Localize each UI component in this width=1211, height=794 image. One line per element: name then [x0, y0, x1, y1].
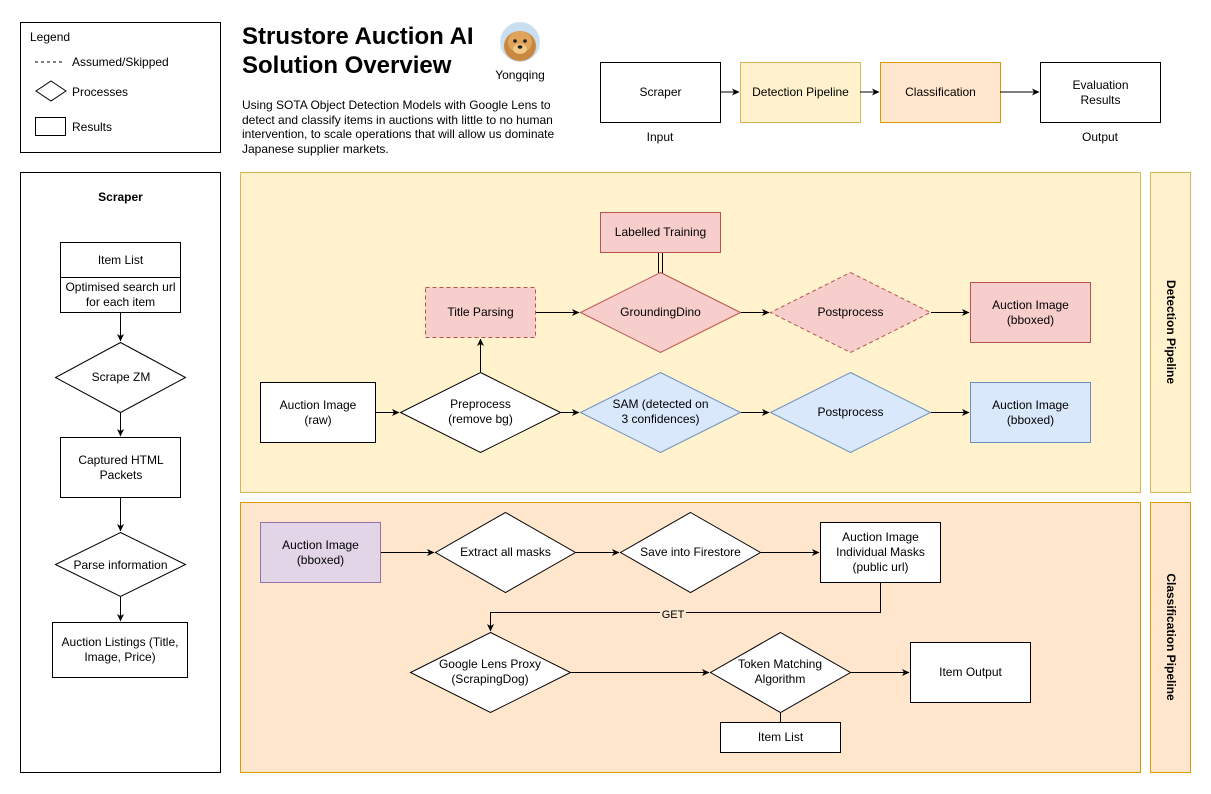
postprocess-top-label: Postprocess [817, 304, 884, 319]
auction-raw-box [260, 382, 376, 443]
classification-lane-label: Classification Pipeline [1164, 573, 1178, 701]
preprocess-label: Preprocess (remove bg) [448, 397, 513, 426]
legend-item-processes: Processes [72, 84, 129, 99]
save-firestore-diamond [619, 511, 762, 594]
extract-masks-label: Extract all masks [460, 544, 551, 559]
class-item-list-box [720, 722, 841, 753]
detection-lane-label: Detection Pipeline [1164, 279, 1178, 385]
grounding-dino-label: GroundingDino [620, 304, 701, 319]
token-matching-diamond [709, 631, 852, 714]
auction-raw-label: Auction Image (raw) [279, 397, 357, 427]
title-parsing-box [425, 287, 536, 338]
overview-detection-label: Detection Pipeline [752, 85, 849, 99]
class-item-list-label: Item List [757, 730, 804, 744]
individual-masks-label: Auction Image Individual Masks (public u… [836, 530, 925, 574]
auction-bboxed-bottom-label: Auction Image (bboxed) [992, 397, 1069, 427]
overview-classification-label: Classification [905, 85, 976, 99]
scraper-scrape-diamond [54, 341, 187, 414]
auction-bboxed-bottom-box [970, 382, 1091, 443]
labelled-training-box [600, 212, 721, 253]
get-label-text: GET [659, 609, 687, 623]
scraper-scrape-label: Scrape ZM [91, 369, 151, 384]
labelled-training-label: Labelled Training [614, 225, 707, 239]
save-firestore-label: Save into Firestore [640, 544, 741, 559]
title-parsing-label: Title Parsing [447, 305, 514, 319]
legend-item-results: Results [72, 119, 113, 134]
overview-evaluation-box [1040, 62, 1161, 123]
token-matching-label: Token Matching Algorithm [737, 657, 823, 686]
legend-diamond [35, 80, 67, 102]
postprocess-bottom-label: Postprocess [817, 404, 884, 419]
overview-output-label: Output [1081, 129, 1119, 144]
get-label: GET [655, 608, 691, 624]
scraper-parse-diamond [54, 531, 187, 598]
overview-input-label: Input [646, 129, 674, 144]
classification-lane-label-box [1150, 502, 1191, 773]
dog-avatar-icon [500, 22, 540, 62]
page-description: Using SOTA Object Detection Models with … [242, 98, 555, 156]
class-auction-bboxed-label: Auction Image (bboxed) [282, 537, 359, 567]
author-avatar [500, 22, 540, 62]
postprocess-bottom-diamond [769, 371, 932, 454]
legend-item-assumed: Assumed/Skipped [72, 54, 169, 69]
legend-title: Legend [30, 29, 71, 44]
auction-bboxed-top-box [970, 282, 1091, 343]
scraper-listings-label: Auction Listings (Title, Image, Price) [61, 635, 179, 664]
scraper-captured-label: Captured HTML Packets [78, 452, 164, 482]
page-title: Strustore Auction AI Solution Overview [242, 23, 474, 79]
scraper-title: Scraper [98, 189, 143, 204]
sam-label: SAM (detected on 3 confidences) [612, 397, 709, 426]
extract-masks-diamond [434, 511, 577, 594]
scraper-listings-box [52, 622, 188, 678]
item-output-box [910, 642, 1031, 703]
overview-classification-box [880, 62, 1001, 123]
scraper-item-list-label: Item List [97, 252, 144, 267]
detection-lane-label-box [1150, 172, 1191, 493]
preprocess-diamond [399, 371, 562, 454]
overview-evaluation-label: Evaluation Results [1072, 77, 1129, 107]
google-lens-diamond [409, 631, 572, 714]
scraper-item-list-sub: Optimised search url for each item [65, 280, 176, 309]
google-lens-label: Google Lens Proxy (ScrapingDog) [438, 657, 542, 686]
item-output-label: Item Output [939, 665, 1002, 679]
auction-bboxed-top-label: Auction Image (bboxed) [992, 297, 1069, 327]
postprocess-top-diamond [769, 271, 932, 354]
scraper-parse-label: Parse information [73, 557, 168, 572]
scraper-captured-box [60, 437, 181, 498]
grounding-dino-diamond [579, 271, 742, 354]
author-name: Yongqing [495, 67, 545, 82]
overview-scraper-label: Scraper [639, 85, 682, 99]
sam-diamond [579, 371, 742, 454]
class-auction-bboxed-box [260, 522, 381, 583]
individual-masks-box [820, 522, 941, 583]
legend-rect [35, 117, 66, 136]
